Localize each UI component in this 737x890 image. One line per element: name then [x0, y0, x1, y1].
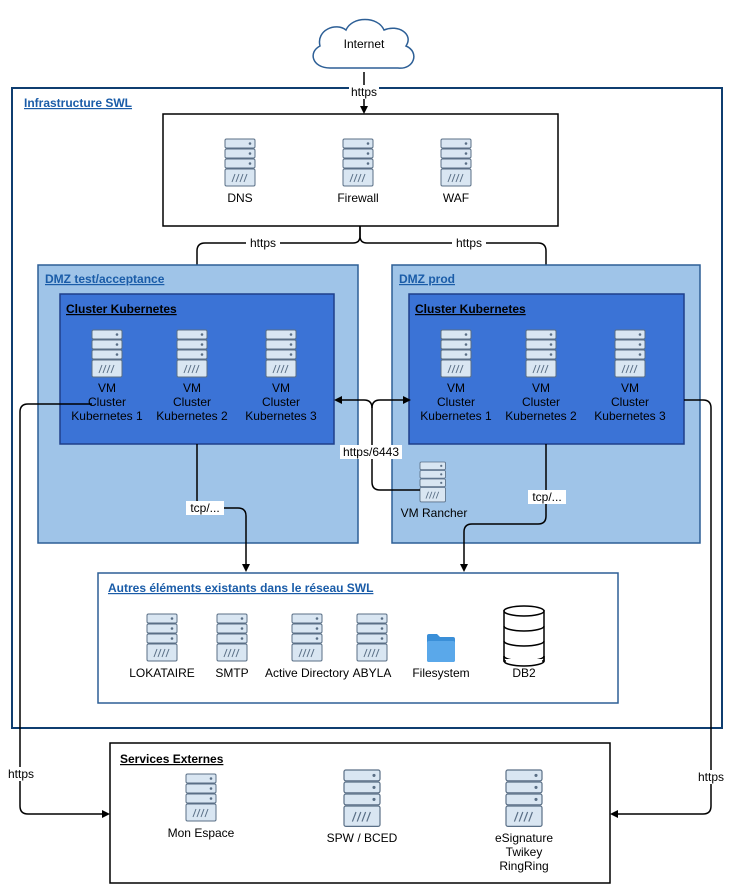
esig-line2: Twikey	[506, 845, 543, 859]
test-vm1-line2: Cluster	[88, 395, 126, 409]
https6443-label: https/6443	[343, 445, 399, 459]
prod-vm2-line2: Cluster	[522, 395, 560, 409]
waf-server-icon	[440, 138, 472, 187]
ext-left-label: https	[8, 767, 34, 781]
prod-vm3-server-icon	[614, 329, 646, 378]
test-vm3-line2: Cluster	[262, 395, 300, 409]
esig-server-icon	[505, 769, 543, 827]
tcp-left-bg	[186, 501, 224, 515]
test-vm3-line1: VM	[272, 381, 290, 395]
mon-espace-server-icon	[185, 773, 217, 822]
lokataire-server-icon	[146, 613, 178, 662]
prod-vm3-line1: VM	[621, 381, 639, 395]
abyla-label: ABYLA	[353, 666, 392, 680]
tcp-left-label: tcp/...	[190, 501, 219, 515]
internet-cloud-icon	[312, 18, 415, 69]
prod-vm2-server-icon	[525, 329, 557, 378]
prod-vm3-line2: Cluster	[611, 395, 649, 409]
test-to-external-edge	[19, 403, 110, 818]
test-vm2-line2: Cluster	[173, 395, 211, 409]
spw-label: SPW / BCED	[327, 831, 398, 845]
tcp-right-label: tcp/...	[532, 490, 561, 504]
esig-line1: eSignature	[495, 831, 553, 845]
prod-vm2-line1: VM	[532, 381, 550, 395]
spw-server-icon	[343, 769, 381, 827]
ext-right-label: https	[698, 770, 724, 784]
https-right-bg	[452, 236, 486, 250]
dns-server-icon	[224, 138, 256, 187]
test-vm2-line1: VM	[183, 381, 201, 395]
rancher-label: VM Rancher	[401, 506, 468, 520]
db2-label: DB2	[512, 666, 536, 680]
waf-label: WAF	[443, 191, 469, 205]
prod-vm1-line3: Kubernetes 1	[420, 409, 492, 423]
test-vm2-line3: Kubernetes 2	[156, 409, 228, 423]
db2-database-icon	[503, 605, 545, 667]
https-left-bg	[246, 236, 280, 250]
lokataire-label: LOKATAIRE	[129, 666, 195, 680]
external-title: Services Externes	[120, 752, 224, 766]
filesystem-label: Filesystem	[412, 666, 469, 680]
existing-title: Autres éléments existants dans le réseau…	[108, 581, 373, 595]
dmz-prod-title: DMZ prod	[399, 272, 455, 286]
dmz-prod-cluster-title: Cluster Kubernetes	[415, 302, 526, 316]
dns-label: DNS	[227, 191, 252, 205]
test-vm2-server-icon	[176, 329, 208, 378]
rancher-to-prod-edge	[371, 396, 411, 409]
ext-right-bg	[694, 770, 726, 784]
prod-to-external-edge	[610, 399, 712, 818]
top-https-label: https	[351, 85, 377, 99]
https-left-label: https	[250, 236, 276, 250]
test-vm3-server-icon	[265, 329, 297, 378]
test-vm1-line3: Kubernetes 1	[71, 409, 143, 423]
https-right-label: https	[456, 236, 482, 250]
prod-vm2-line3: Kubernetes 2	[505, 409, 577, 423]
tcp-right-bg	[528, 490, 566, 504]
filesystem-folder-icon	[427, 634, 455, 662]
internet-label: Internet	[344, 37, 385, 51]
test-vm1-server-icon	[91, 329, 123, 378]
firewall-server-icon	[342, 138, 374, 187]
abyla-server-icon	[356, 613, 388, 662]
test-vm3-line3: Kubernetes 3	[245, 409, 317, 423]
dmz-test-cluster-title: Cluster Kubernetes	[66, 302, 177, 316]
mon-espace-label: Mon Espace	[168, 826, 235, 840]
smtp-server-icon	[216, 613, 248, 662]
firewall-label: Firewall	[337, 191, 378, 205]
ad-label: Active Directory	[265, 666, 349, 680]
dmz-test-title: DMZ test/acceptance	[45, 272, 165, 286]
prod-vm3-line3: Kubernetes 3	[594, 409, 666, 423]
infrastructure-title: Infrastructure SWL	[24, 96, 132, 110]
rancher-server-icon	[419, 461, 446, 503]
ad-server-icon	[291, 613, 323, 662]
prod-vm1-line1: VM	[447, 381, 465, 395]
prod-vm1-line2: Cluster	[437, 395, 475, 409]
smtp-label: SMTP	[215, 666, 248, 680]
prod-vm1-server-icon	[440, 329, 472, 378]
test-vm1-line1: VM	[98, 381, 116, 395]
ext-left-bg	[5, 767, 37, 781]
top-https-bg	[349, 85, 379, 99]
https6443-bg	[340, 445, 402, 459]
esig-line3: RingRing	[499, 859, 548, 873]
prod-to-existing-edge	[460, 444, 547, 572]
